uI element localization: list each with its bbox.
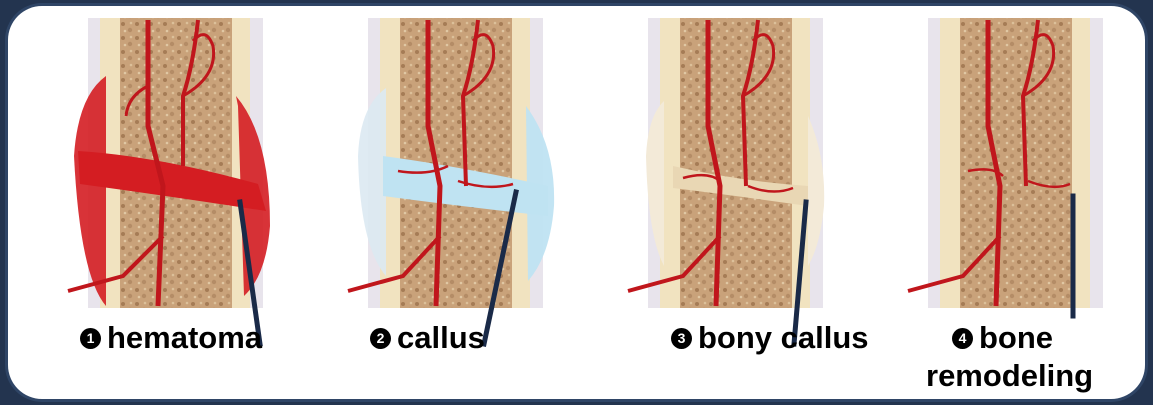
label-callus: 2 callus xyxy=(370,320,485,356)
bone-stage-3 xyxy=(628,18,824,308)
label-bony-callus: 3 bony callus xyxy=(671,320,869,356)
step-number-3: 3 xyxy=(671,328,692,349)
figure-panel: 1 hematoma 2 callus 3 bony callus 4 bone… xyxy=(8,6,1145,399)
bone-stage-2 xyxy=(348,18,554,308)
label-text-bony-callus: bony callus xyxy=(698,320,869,356)
label-text-remodeling: remodeling xyxy=(926,356,1093,396)
label-text-hematoma: hematoma xyxy=(107,320,262,356)
bone-stage-1 xyxy=(68,18,270,308)
label-bone-remodeling-line1: 4 bone xyxy=(952,320,1053,356)
step-number-4: 4 xyxy=(952,328,973,349)
step-number-1: 1 xyxy=(80,328,101,349)
label-hematoma: 1 hematoma xyxy=(80,320,262,356)
label-text-callus: callus xyxy=(397,320,485,356)
label-text-bone: bone xyxy=(979,320,1053,356)
step-number-2: 2 xyxy=(370,328,391,349)
